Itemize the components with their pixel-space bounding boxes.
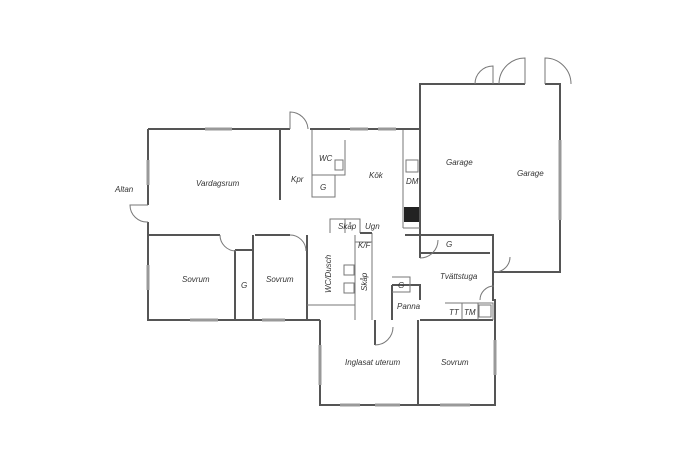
appliances bbox=[334, 159, 492, 318]
stove-icon bbox=[404, 207, 419, 222]
label-skap-1: Skåp bbox=[338, 222, 357, 231]
sink-icon bbox=[405, 159, 419, 173]
label-kok: Kök bbox=[369, 171, 384, 180]
label-g-wc: G bbox=[320, 183, 326, 192]
label-skap-2: Skåp bbox=[360, 272, 369, 291]
label-g-laundry: G bbox=[446, 240, 452, 249]
label-wc: WC bbox=[319, 154, 333, 163]
label-garage-2: Garage bbox=[517, 169, 544, 178]
room-labels: Altan Vardagsrum Kpr WC G Kök DM Garage … bbox=[114, 154, 544, 367]
label-garage-1: Garage bbox=[446, 158, 473, 167]
label-kf: K/F bbox=[358, 241, 372, 250]
label-vardagsrum: Vardagsrum bbox=[196, 179, 240, 188]
windows bbox=[146, 127, 562, 407]
doors bbox=[129, 57, 572, 346]
label-tvattstuga: Tvättstuga bbox=[440, 272, 478, 281]
label-g-bed: G bbox=[241, 281, 247, 290]
label-altan: Altan bbox=[114, 185, 134, 194]
label-sovrum-3: Sovrum bbox=[441, 358, 469, 367]
label-tm: TM bbox=[464, 308, 476, 317]
bath-sink-icon-2 bbox=[343, 282, 355, 294]
bath-sink-icon bbox=[343, 264, 355, 276]
label-uterum: Inglasat uterum bbox=[345, 358, 400, 367]
label-sovrum-1: Sovrum bbox=[182, 275, 210, 284]
label-tt: TT bbox=[449, 308, 460, 317]
label-ugn: Ugn bbox=[365, 222, 380, 231]
laundry-sink-icon bbox=[478, 304, 492, 318]
label-dm: DM bbox=[406, 177, 419, 186]
label-g-panna: G bbox=[398, 281, 404, 290]
walls bbox=[147, 83, 561, 406]
label-panna: Panna bbox=[397, 302, 421, 311]
label-kpr: Kpr bbox=[291, 175, 304, 184]
wc-sink-icon bbox=[334, 159, 344, 171]
label-wc-dusch: WC/Dusch bbox=[324, 254, 333, 293]
label-sovrum-2: Sovrum bbox=[266, 275, 294, 284]
